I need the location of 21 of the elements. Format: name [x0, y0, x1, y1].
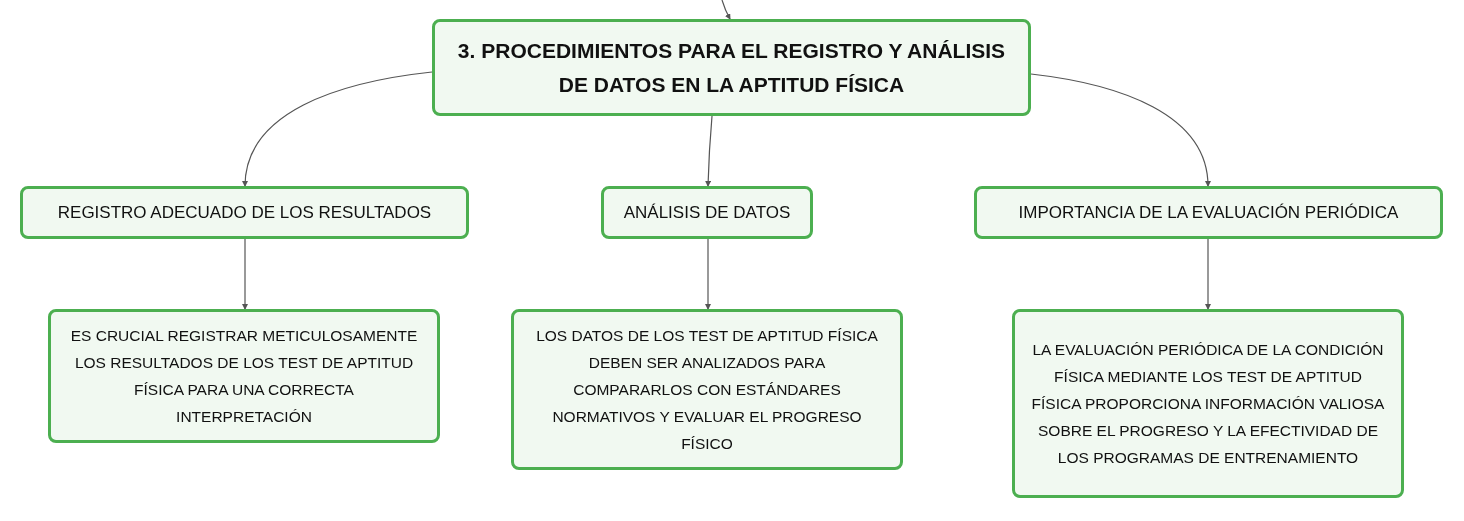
subtopic-box	[20, 186, 469, 239]
node-text: REGISTRO ADECUADO DE LOS RESULTADOS	[57, 201, 432, 224]
connector-arrow	[705, 115, 713, 187]
description-box	[1012, 309, 1404, 498]
description-box	[511, 309, 903, 470]
node-text: LOS DATOS DE LOS TEST DE APTITUD FÍSICA DEBEN SER ANALIZADOS PARA COMPARARLOS CON ESTÁNDARES NORMATIVOS Y EVALUAR EL PROGRESO FÍSICO	[535, 326, 879, 454]
subtopic-box	[974, 186, 1443, 239]
node-text: ES CRUCIAL REGISTRAR METICULOSAMENTE LOS RESULTADOS DE LOS TEST DE APTITUD FÍSICA PARA UNA CORRECTA INTERPRETACIÓN	[69, 326, 419, 427]
description-box	[48, 309, 440, 443]
connector-arrow	[242, 238, 248, 310]
connector-arrow	[721, 0, 731, 20]
node-text: ANÁLISIS DE DATOS	[623, 201, 791, 224]
node-text: IMPORTANCIA DE LA EVALUACIÓN PERIÓDICA	[1018, 201, 1399, 224]
connector-arrow	[705, 238, 711, 310]
subtopic-box	[601, 186, 813, 239]
connector-arrow	[1205, 238, 1211, 310]
connector-arrow	[1030, 73, 1211, 187]
connector-arrow	[242, 71, 433, 187]
main-topic-box	[432, 19, 1031, 116]
node-text: 3. PROCEDIMIENTOS PARA EL REGISTRO Y ANÁLISIS DE DATOS EN LA APTITUD FÍSICA	[456, 37, 1007, 98]
node-text: LA EVALUACIÓN PERIÓDICA DE LA CONDICIÓN FÍSICA MEDIANTE LOS TEST DE APTITUD FÍSICA PROPORCIONA INFORMACIÓN VALIOSA SOBRE EL PROGRESO Y LA EFECTIVIDAD DE LOS PROGRAMAS DE ENTRENAMIENTO	[1031, 340, 1385, 468]
